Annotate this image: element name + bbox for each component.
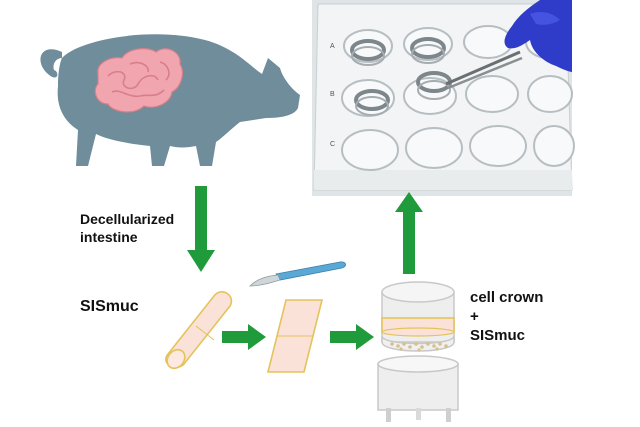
decellularized-intestine-label: Decellularized intestine: [80, 210, 174, 246]
arrow-up-to-photo: [395, 192, 423, 274]
svg-text:A: A: [330, 43, 335, 50]
gloved-hand-icon: [504, 0, 572, 72]
flat-tissue-icon: [266, 299, 324, 373]
cell-crown-sismuc-label: cell crown + SISmuc: [470, 288, 543, 345]
decellularized-line1: Decellularized: [80, 211, 175, 227]
cell-crown-line1: cell crown: [470, 289, 544, 306]
cell-crown-plus: +: [470, 308, 479, 325]
arrow-right-1: [222, 324, 266, 350]
decellularized-line2: intestine: [80, 229, 138, 245]
intestine-icon: [94, 48, 184, 113]
arrow-down-decell: [187, 186, 215, 272]
svg-text:C: C: [330, 141, 335, 148]
well-plate-photo: A B C: [312, 0, 575, 196]
cylinder-tissue-icon: [165, 291, 233, 370]
scalpel-icon: [249, 261, 346, 287]
svg-text:B: B: [330, 91, 335, 98]
arrow-right-2: [330, 324, 374, 350]
cell-crown-base-icon: [377, 355, 459, 422]
cell-crown-icon: [381, 281, 455, 352]
sismuc-label: SISmuc: [80, 298, 139, 315]
forceps-icon: [445, 50, 523, 90]
cell-crown-line2: SISmuc: [470, 327, 526, 344]
